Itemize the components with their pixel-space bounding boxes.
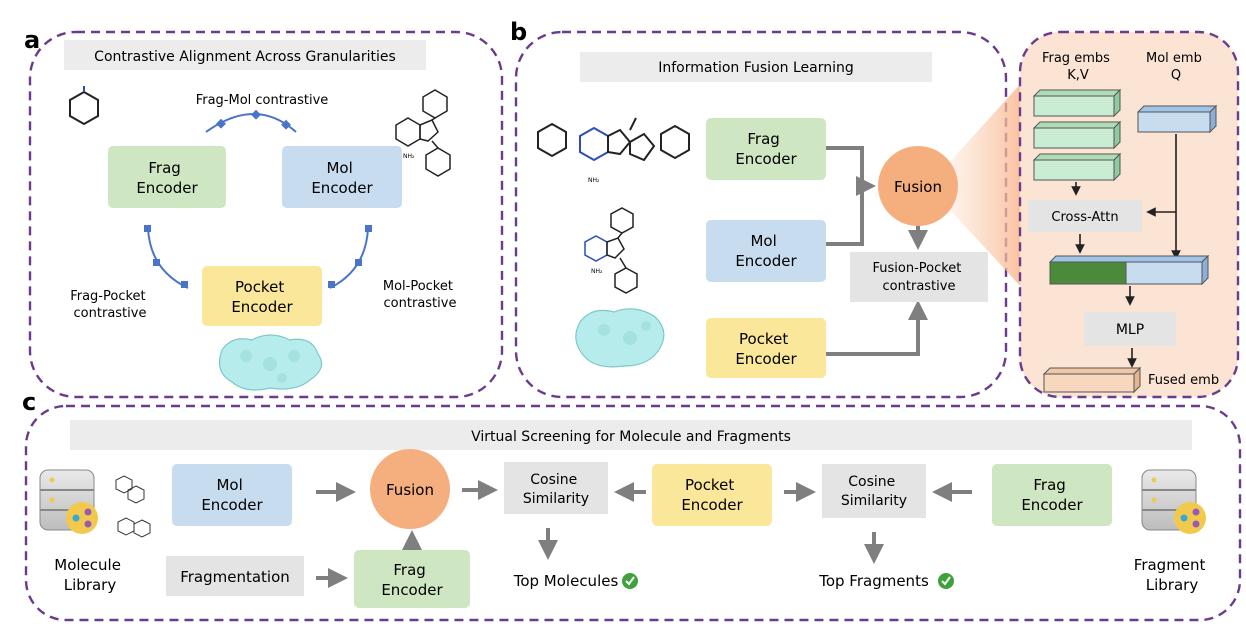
frag-pocket-label: Frag-Pocket contrastive <box>70 289 150 321</box>
mol-pocket-label: Mol-Pocket contrastive <box>383 279 457 311</box>
cosine-similarity-2-box <box>822 464 926 518</box>
a-mol-encoder-label: Mol Encoder <box>311 159 373 197</box>
panel-c-frame <box>24 404 1242 622</box>
top-molecules-check-icon <box>622 573 638 589</box>
frag-mol-label: Frag-Mol contrastive <box>196 93 329 108</box>
cross-attn-box <box>1028 200 1142 232</box>
c-pocket-encoder-box <box>652 464 772 526</box>
b-frag-encoder-box <box>706 118 826 180</box>
a-nh2-label: NH₂ <box>403 153 415 160</box>
b-molecule-icon <box>584 207 638 294</box>
b-nh2-label-2: NH₂ <box>591 268 603 275</box>
top-molecules-label: Top Molecules <box>513 572 619 590</box>
b-fusion-zoom-glow <box>928 80 1024 290</box>
c-frag-encoder-bottom-label: Frag Encoder <box>381 561 443 599</box>
b-pocket-encoder-box <box>706 318 826 378</box>
c-fusion-circle <box>370 449 450 529</box>
panel-c: c Virtual Screening for Molecule and Fra… <box>22 388 1242 622</box>
panel-b: b Information Fusion Learning NH₂ NH₂ <box>510 18 1240 399</box>
a-pocket-encoder-box <box>202 266 322 326</box>
frag-embs-label: Frag embs K,V <box>1042 51 1114 83</box>
fused-emb-bar <box>1042 366 1142 394</box>
frag-pocket-arc <box>144 225 189 289</box>
mol-emb-bar <box>1136 104 1218 134</box>
top-fragments-label: Top Fragments <box>818 572 929 590</box>
a-pocket-encoder-label: Pocket Encoder <box>231 278 293 316</box>
b-fusion-pocket-box <box>850 252 988 302</box>
c-fusion-label: Fusion <box>386 481 434 499</box>
mol-pocket-arc <box>328 225 372 289</box>
b-pocket-encoder-label: Pocket Encoder <box>735 330 797 368</box>
fragmentation-label: Fragmentation <box>180 568 290 586</box>
c-arrows <box>316 480 972 588</box>
a-mol-encoder-box <box>282 146 402 208</box>
b-mol-encoder-label: Mol Encoder <box>735 232 797 270</box>
panel-b-title: Information Fusion Learning <box>658 60 854 76</box>
c-frag-encoder-right-box <box>992 464 1112 526</box>
panel-c-letter: c <box>22 388 36 416</box>
panel-a-title-bar <box>64 40 426 70</box>
b-fusion-label: Fusion <box>894 178 942 196</box>
molecule-library-structures-icon <box>115 475 151 538</box>
mol-emb-label: Mol emb Q <box>1146 51 1206 83</box>
b-frag-encoder-label: Frag Encoder <box>735 130 797 168</box>
cross-attn-label: Cross-Attn <box>1051 210 1118 225</box>
molecule-structure-icon <box>395 89 451 177</box>
fragment-library-label: Fragment Library <box>1134 556 1210 594</box>
c-frag-encoder-bottom-box <box>354 550 470 608</box>
frag-emb-bars <box>1032 88 1122 182</box>
fragmentation-box <box>166 556 304 596</box>
panel-a-frame <box>28 30 504 399</box>
cosine-similarity-1-box <box>504 462 608 514</box>
detail-arrows <box>1071 134 1181 368</box>
b-connectors <box>826 146 928 356</box>
panel-a-letter: a <box>24 26 40 54</box>
cosine-similarity-1-label: Cosine Similarity <box>523 472 589 507</box>
frag-mol-arc <box>205 109 297 133</box>
panel-b-title-bar <box>580 52 932 82</box>
a-protein-surface-icon <box>219 334 323 391</box>
mlp-box <box>1084 312 1176 346</box>
a-frag-encoder-label: Frag Encoder <box>136 159 198 197</box>
b-fusion-pocket-label: Fusion-Pocket contrastive <box>872 261 965 294</box>
top-fragments-check-icon <box>938 573 954 589</box>
panel-a-title: Contrastive Alignment Across Granulariti… <box>94 49 396 65</box>
cosine-similarity-2-label: Cosine Similarity <box>841 474 907 509</box>
b-fusion-circle <box>878 146 958 226</box>
molecule-library-db-icon <box>39 469 98 534</box>
c-mol-encoder-label: Mol Encoder <box>201 476 263 514</box>
b-mol-encoder-box <box>706 220 826 282</box>
c-mol-encoder-box <box>172 464 292 526</box>
panel-a: a Contrastive Alignment Across Granulari… <box>24 26 504 399</box>
fragment-ring-icon <box>69 86 99 126</box>
c-pocket-encoder-label: Pocket Encoder <box>681 476 743 514</box>
mlp-label: MLP <box>1116 322 1144 338</box>
a-frag-encoder-box <box>108 146 226 208</box>
b-nh2-label-1: NH₂ <box>588 177 600 184</box>
panel-c-title-bar <box>70 420 1192 450</box>
b-fragment-icons <box>537 117 690 162</box>
panel-b-letter: b <box>510 18 527 46</box>
fragment-library-db-icon <box>1141 469 1206 534</box>
molecule-library-label: Molecule Library <box>54 556 125 594</box>
fused-emb-label: Fused emb <box>1148 373 1219 388</box>
concat-emb-bar <box>1048 254 1210 286</box>
panel-c-title: Virtual Screening for Molecule and Fragm… <box>471 429 791 445</box>
c-frag-encoder-right-label: Frag Encoder <box>1021 476 1083 514</box>
fusion-detail-panel: Frag embs K,V Mol emb Q <box>1018 30 1240 399</box>
b-protein-surface-icon <box>575 308 665 368</box>
